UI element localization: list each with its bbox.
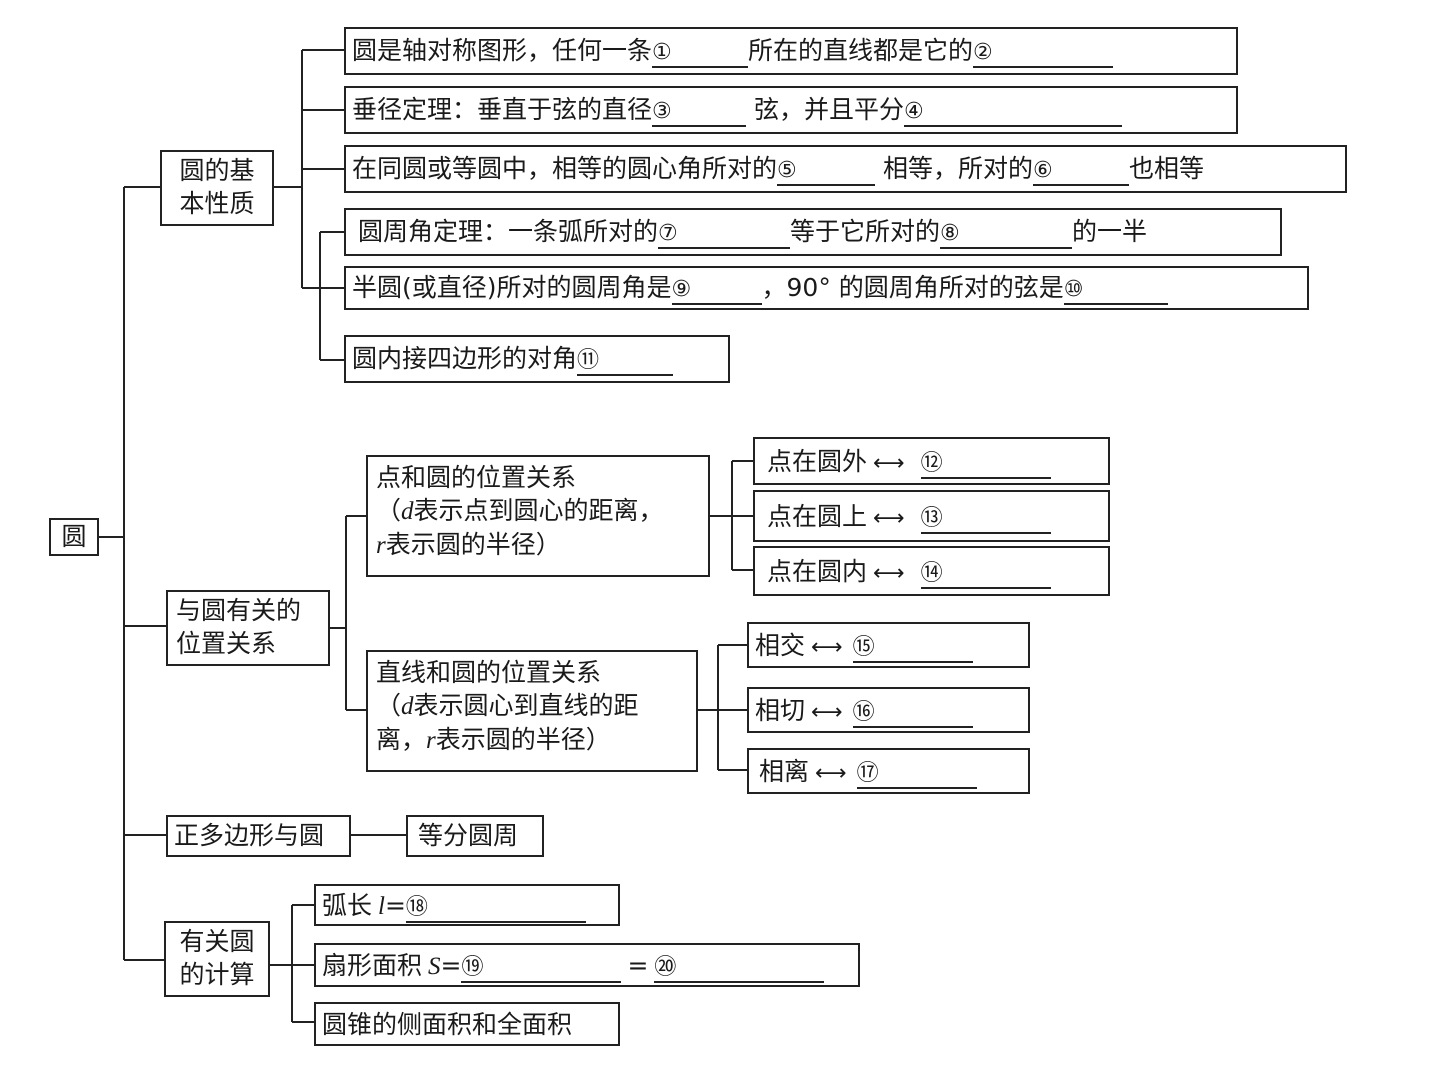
double-arrow-icon: ⟷	[873, 451, 905, 476]
node-root-label: 圆	[61, 522, 87, 551]
blank-18[interactable]: ⑱	[405, 895, 586, 923]
blank-2[interactable]: ②	[973, 40, 1114, 68]
basic-item-inscribed-quadrilateral: 圆内接四边形的对角⑪	[344, 335, 730, 383]
node-divide-circumference: 等分圆周	[406, 815, 544, 857]
node-position-relations: 与圆有关的 位置关系	[166, 590, 330, 666]
blank-19[interactable]: ⑲	[461, 955, 622, 983]
blank-17[interactable]: ⑰	[856, 761, 977, 789]
basic-item-semicircle: 半圆(或直径)所对的圆周角是⑨，90° 的圆周角所对的弦是⑩	[344, 266, 1309, 310]
blank-4[interactable]: ④	[903, 99, 1122, 127]
node-basic-properties: 圆的基 本性质	[160, 150, 274, 226]
blank-7[interactable]: ⑦	[658, 221, 791, 249]
blank-5[interactable]: ⑤	[777, 158, 876, 186]
double-arrow-icon: ⟷	[873, 561, 905, 586]
double-arrow-icon: ⟷	[873, 506, 905, 531]
node-regular-polygon: 正多边形与圆	[166, 815, 351, 857]
basic-item-perpendicular-diameter: 垂径定理：垂直于弦的直径③ 弦，并且平分④	[344, 86, 1238, 134]
double-arrow-icon: ⟷	[811, 635, 843, 660]
double-arrow-icon: ⟷	[815, 761, 847, 786]
node-basic-label-line1: 圆的基	[179, 156, 255, 185]
blank-16[interactable]: ⑯	[852, 700, 973, 728]
blank-13[interactable]: ⑬	[920, 506, 1051, 534]
blank-1[interactable]: ①	[652, 40, 749, 68]
node-basic-label-line2: 本性质	[179, 189, 255, 218]
node-circle-calculations: 有关圆 的计算	[164, 921, 270, 997]
blank-8[interactable]: ⑧	[940, 221, 1073, 249]
blank-12[interactable]: ⑫	[920, 451, 1051, 479]
node-root: 圆	[49, 518, 99, 556]
blank-14[interactable]: ⑭	[920, 561, 1051, 589]
line-separate-item: 相离⟷⑰	[747, 748, 1030, 794]
point-inside-item: 点在圆内⟷⑭	[753, 546, 1110, 596]
blank-10[interactable]: ⑩	[1063, 277, 1168, 305]
point-outside-item: 点在圆外⟷⑫	[753, 437, 1110, 485]
blank-9[interactable]: ⑨	[671, 277, 762, 305]
line-tangent-item: 相切⟷⑯	[747, 687, 1030, 733]
line-intersect-item: 相交⟷⑮	[747, 622, 1030, 668]
node-line-circle-relation: 直线和圆的位置关系 （d表示圆心到直线的距 离，r表示圆的半径）	[366, 650, 698, 772]
node-point-circle-relation: 点和圆的位置关系 （d表示点到圆心的距离， r表示圆的半径）	[366, 455, 710, 577]
point-on-item: 点在圆上⟷⑬	[753, 490, 1110, 542]
blank-11[interactable]: ⑪	[577, 348, 674, 376]
double-arrow-icon: ⟷	[811, 700, 843, 725]
blank-20[interactable]: ⑳	[654, 955, 825, 983]
calc-cone-area: 圆锥的侧面积和全面积	[314, 1002, 620, 1046]
blank-15[interactable]: ⑮	[852, 635, 973, 663]
blank-3[interactable]: ③	[652, 99, 747, 127]
blank-6[interactable]: ⑥	[1032, 158, 1129, 186]
